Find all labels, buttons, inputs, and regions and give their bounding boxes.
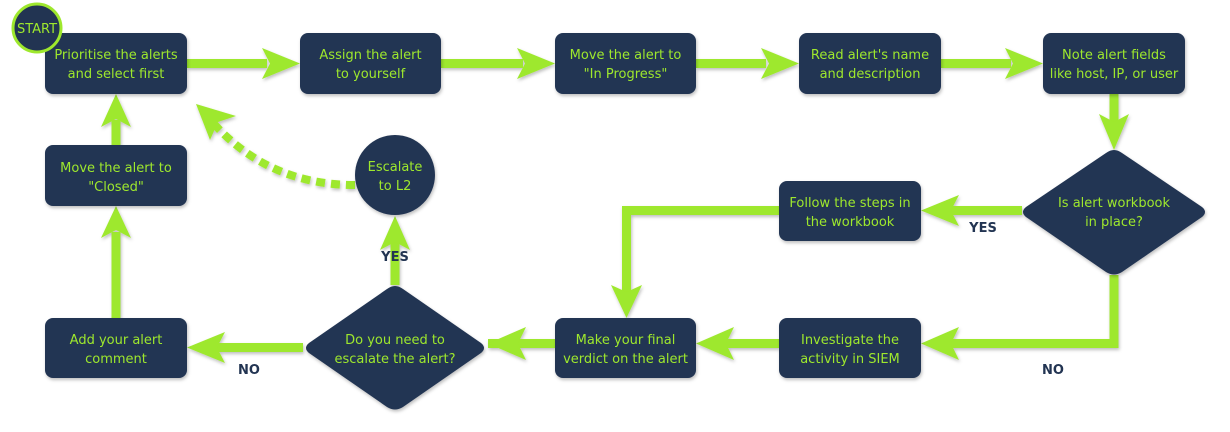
node-line: Move the alert to bbox=[60, 161, 172, 176]
node-line: in place? bbox=[1085, 215, 1143, 230]
node-closed-text: Move the alert to "Closed" bbox=[60, 161, 172, 195]
node-line: Do you need to bbox=[345, 333, 445, 348]
node-line: "In Progress" bbox=[584, 67, 668, 82]
node-escalate-decision-text: Do you need to escalate the alert? bbox=[334, 333, 455, 367]
node-in-progress-text: Move the alert to "In Progress" bbox=[570, 48, 682, 82]
edge-label-workbook-yes: YES bbox=[968, 221, 997, 236]
node-assign-text: Assign the alert to yourself bbox=[319, 48, 421, 82]
arrow-note-to-workbook-decision bbox=[1099, 94, 1129, 150]
node-closed bbox=[45, 145, 187, 206]
node-note-text: Note alert fields like host, IP, or user bbox=[1050, 48, 1179, 82]
node-follow-text: Follow the steps in the workbook bbox=[789, 196, 910, 230]
node-assign bbox=[300, 33, 441, 94]
arrow-follow-to-verdict bbox=[611, 206, 779, 318]
node-line: Assign the alert bbox=[319, 48, 421, 63]
edge-label-workbook-no: NO bbox=[1042, 363, 1064, 378]
node-line: "Closed" bbox=[88, 180, 144, 195]
node-line: Is alert workbook bbox=[1058, 196, 1171, 211]
node-follow bbox=[779, 181, 921, 241]
node-escalate-decision bbox=[306, 286, 484, 410]
node-investigate-text: Investigate the activity in SIEM bbox=[800, 333, 900, 367]
node-comment-text: Add your alert comment bbox=[70, 333, 163, 367]
node-comment bbox=[45, 318, 187, 378]
arrow-investigate-to-verdict bbox=[696, 327, 779, 360]
node-escalate bbox=[355, 135, 435, 215]
arrow-comment-to-closed bbox=[101, 206, 131, 318]
edge-label-escalate-yes: YES bbox=[380, 250, 409, 265]
node-line: Note alert fields bbox=[1062, 48, 1166, 63]
arrow-in-progress-to-read bbox=[696, 48, 799, 79]
node-investigate bbox=[779, 318, 921, 378]
start-label: START bbox=[17, 22, 57, 37]
node-line: comment bbox=[85, 352, 147, 367]
arrow-verdict-to-escalate-decision bbox=[488, 327, 555, 360]
arrow-prioritise-to-assign bbox=[187, 48, 300, 79]
node-line: and description bbox=[820, 67, 921, 82]
node-line: Investigate the bbox=[801, 333, 899, 348]
node-line: Prioritise the alerts bbox=[54, 48, 178, 63]
node-line: to yourself bbox=[336, 67, 406, 82]
node-escalate-text: Escalate to L2 bbox=[368, 160, 423, 194]
arrow-read-to-note bbox=[941, 48, 1043, 79]
arrow-workbook-no-to-investigate bbox=[921, 275, 1119, 360]
arrow-escalate-to-prioritise-dashed bbox=[196, 104, 356, 189]
node-prioritise-text: Prioritise the alerts and select first bbox=[54, 48, 178, 82]
node-note bbox=[1043, 33, 1185, 94]
node-line: verdict on the alert bbox=[563, 352, 688, 367]
node-line: Add your alert bbox=[70, 333, 163, 348]
edge-label-escalate-no: NO bbox=[238, 363, 260, 378]
arrow-assign-to-in-progress bbox=[441, 48, 555, 79]
arrow-escalate-yes-to-escalate bbox=[380, 216, 410, 285]
node-in-progress bbox=[555, 33, 696, 94]
node-read-text: Read alert's name and description bbox=[811, 48, 929, 82]
node-line: Escalate bbox=[368, 160, 423, 175]
node-verdict-text: Make your final verdict on the alert bbox=[563, 333, 688, 367]
node-workbook-decision bbox=[1023, 150, 1205, 275]
node-line: and select first bbox=[68, 67, 165, 82]
node-line: to L2 bbox=[379, 179, 412, 194]
node-line: like host, IP, or user bbox=[1050, 67, 1179, 82]
node-verdict bbox=[555, 318, 696, 378]
node-line: activity in SIEM bbox=[800, 352, 900, 367]
node-read bbox=[799, 33, 941, 94]
node-line: the workbook bbox=[806, 215, 895, 230]
start-marker bbox=[11, 2, 63, 54]
node-line: escalate the alert? bbox=[334, 352, 455, 367]
arrow-workbook-yes-to-follow bbox=[921, 195, 1022, 226]
node-line: Make your final bbox=[576, 333, 676, 348]
node-workbook-decision-text: Is alert workbook in place? bbox=[1058, 196, 1171, 230]
node-line: Read alert's name bbox=[811, 48, 929, 63]
node-line: Move the alert to bbox=[570, 48, 682, 63]
node-prioritise bbox=[45, 33, 187, 94]
arrow-closed-to-prioritise bbox=[101, 94, 131, 145]
node-line: Follow the steps in bbox=[789, 196, 910, 211]
arrow-escalate-no-to-comment bbox=[187, 332, 303, 363]
